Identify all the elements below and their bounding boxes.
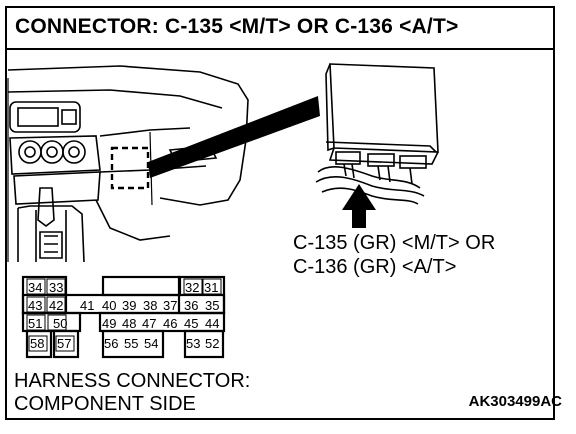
location-marker	[110, 146, 150, 190]
pin-label: 53	[186, 336, 200, 351]
footer-line-1: HARNESS CONNECTOR:	[14, 370, 251, 392]
pin-label: 40	[102, 298, 116, 313]
pin-label: 57	[57, 336, 71, 351]
pin-label: 44	[205, 316, 219, 331]
pin-label: 39	[122, 298, 136, 313]
pin-label: 42	[49, 298, 63, 313]
pin-label: 32	[185, 280, 199, 295]
pin-numbers: 34 33 32 31 43 42 41 40 39 38 37 36 35 5…	[28, 280, 219, 351]
pin-label: 48	[122, 316, 136, 331]
arrow-up-icon	[342, 184, 376, 228]
dashboard-illustration	[7, 65, 249, 263]
connector-label-mt: C-135 (GR) <M/T> OR	[293, 232, 496, 254]
pin-label: 51	[28, 316, 42, 331]
pin-label: 58	[30, 336, 44, 351]
pin-label: 49	[102, 316, 116, 331]
pin-label: 35	[205, 298, 219, 313]
pin-label: 37	[163, 298, 177, 313]
pin-label: 31	[204, 280, 218, 295]
connector-face	[21, 275, 226, 359]
pin-label: 41	[80, 298, 94, 313]
pin-label: 43	[28, 298, 42, 313]
figure-code: AK303499AC	[468, 393, 562, 410]
pin-label: 50	[53, 316, 67, 331]
connector-label-at: C-136 (GR) <A/T>	[293, 256, 457, 278]
diagram-frame: CONNECTOR: C-135 <M/T> OR C-136 <A/T>	[5, 6, 555, 420]
pin-label: 33	[49, 280, 63, 295]
pin-label: 38	[143, 298, 157, 313]
title-bar: CONNECTOR: C-135 <M/T> OR C-136 <A/T>	[7, 8, 553, 50]
component-unit	[315, 63, 439, 205]
pin-label: 45	[184, 316, 198, 331]
pin-label: 54	[144, 336, 158, 351]
pin-label: 47	[142, 316, 156, 331]
diagram-title: CONNECTOR: C-135 <M/T> OR C-136 <A/T>	[15, 15, 459, 38]
pin-label: 55	[124, 336, 138, 351]
footer-line-2: COMPONENT SIDE	[14, 393, 196, 415]
pin-label: 46	[163, 316, 177, 331]
pin-label: 34	[28, 280, 42, 295]
pin-label: 36	[184, 298, 198, 313]
pin-label: 56	[104, 336, 118, 351]
pointer-wedge	[148, 96, 320, 178]
pin-label: 52	[205, 336, 219, 351]
